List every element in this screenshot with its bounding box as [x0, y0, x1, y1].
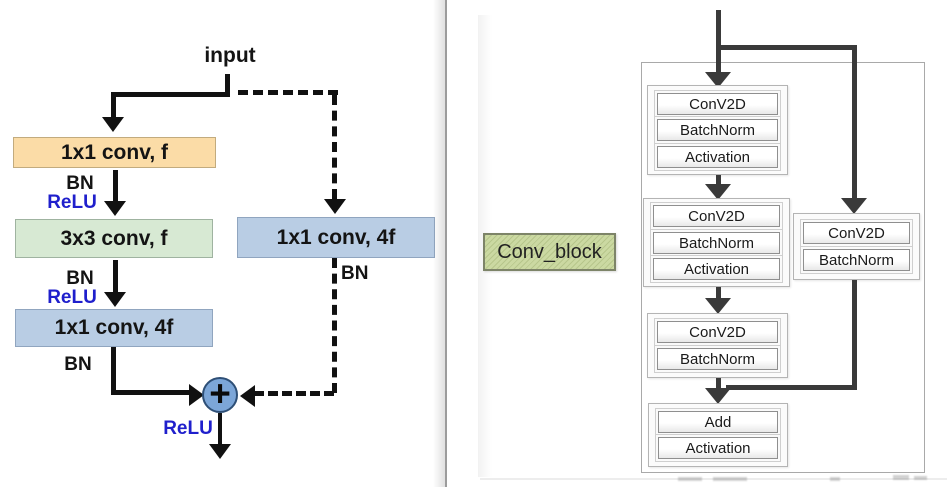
input-label: input [204, 44, 256, 67]
bn-label-3: BN [64, 354, 92, 375]
conv3x3-f-box: 3x3 conv, f [15, 219, 213, 258]
skip-conv1x1-4f-box: 1x1 conv, 4f [237, 217, 435, 258]
arrow-g3-add-line [716, 378, 721, 391]
conv1x1-4f-box: 1x1 conv, 4f [15, 309, 213, 347]
conv1x1-f-box: 1x1 conv, f [13, 137, 216, 168]
arrowhead-skip-into-add [240, 385, 255, 407]
bn-label-2: BN [66, 268, 94, 289]
arrow-g1-g2-head [705, 184, 731, 200]
node-activation-2: Activation [653, 257, 780, 280]
output-arrowhead [209, 444, 231, 459]
shortcut-join-line [726, 385, 857, 390]
block-outline [641, 62, 925, 473]
output-line [218, 413, 222, 447]
node-conv2d-2: ConV2D [653, 205, 780, 228]
arrowhead-into-skip-conv [324, 199, 346, 214]
input-stem-line [225, 74, 230, 95]
watermark-smudge-2 [713, 477, 747, 481]
group-4: Add Activation [648, 403, 788, 467]
arrow-g1-g2-line [716, 175, 721, 187]
skip-dashed-top [238, 90, 338, 95]
arrow-g2-g3-line [716, 287, 721, 301]
shortcut-arrowhead [841, 198, 867, 214]
shortcut-branch-top [716, 45, 857, 50]
node-batchnorm-2: BatchNorm [653, 231, 780, 254]
arrow-g2-g3-head [705, 298, 731, 314]
skip-dashed-down-1 [332, 95, 337, 199]
elbow-line-vertical [111, 347, 116, 395]
node-batchnorm-1: BatchNorm [657, 119, 778, 141]
watermark-smudge-1 [678, 477, 702, 481]
shortcut-branch-down [852, 45, 857, 200]
node-batchnorm-3: BatchNorm [657, 348, 778, 370]
shortcut-down-line [852, 280, 857, 390]
entry-arrowhead [705, 72, 731, 88]
node-add: Add [658, 410, 778, 433]
arrow-line-2 [113, 260, 118, 294]
node-conv2d-3: ConV2D [657, 321, 778, 343]
entry-arrow-line [716, 10, 721, 74]
arrowhead-into-add [189, 384, 204, 406]
elbow-line-horizontal [111, 390, 191, 395]
arrowhead-into-conv1 [102, 117, 124, 132]
group-1: ConV2D BatchNorm Activation [647, 85, 788, 175]
add-circle: + [202, 372, 238, 414]
node-activation-out: Activation [658, 437, 778, 460]
watermark-smudge-5 [914, 476, 927, 480]
group-2: ConV2D BatchNorm Activation [643, 198, 790, 287]
relu-out-label: ReLU [163, 418, 213, 439]
group-3: ConV2D BatchNorm [647, 313, 788, 378]
split-line [111, 92, 230, 97]
skip-bn-label: BN [341, 263, 369, 284]
main-branch-line [111, 92, 116, 118]
arrow-line-1 [113, 170, 118, 203]
skip-dashed-bottom [254, 391, 334, 396]
plus-icon: + [209, 372, 231, 414]
skip-dashed-down-2 [332, 258, 337, 393]
divider-shadow [433, 0, 445, 487]
watermark-smudge-3 [830, 477, 840, 481]
conv-block-label: Conv_block [483, 233, 616, 271]
watermark-smudge-4 [893, 475, 909, 480]
bn-label-1: BN [66, 173, 94, 194]
node-activation-1: Activation [657, 145, 778, 168]
panel-bottom-edge [480, 478, 947, 480]
arrow-g3-add-head [705, 388, 731, 404]
shortcut-group: ConV2D BatchNorm [793, 213, 920, 280]
node-shortcut-conv2d: ConV2D [803, 221, 910, 244]
vertical-divider [445, 0, 447, 487]
relu-label-2: ReLU [47, 287, 97, 308]
node-shortcut-batchnorm: BatchNorm [803, 249, 910, 272]
relu-label-1: ReLU [47, 192, 97, 213]
node-conv2d-1: ConV2D [657, 92, 778, 115]
arrowhead-into-conv2 [104, 201, 126, 216]
arrowhead-into-conv3 [104, 292, 126, 307]
